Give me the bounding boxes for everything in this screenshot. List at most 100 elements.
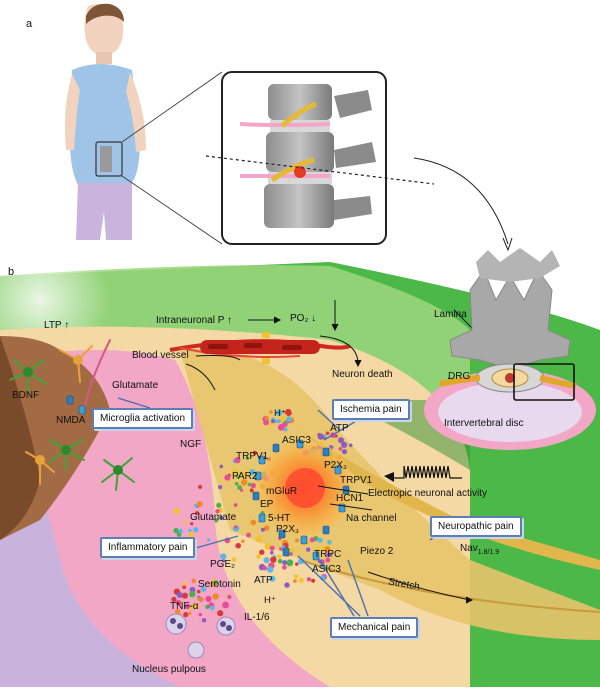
- molecule-dot: [220, 553, 227, 560]
- molecule-dot: [246, 532, 252, 538]
- label-electropic: Electropic neuronal activity: [368, 488, 487, 499]
- molecule-dot: [219, 515, 224, 520]
- label-pge2: PGE₂: [210, 559, 235, 570]
- molecule-dot: [207, 538, 211, 542]
- molecule-dot: [227, 594, 232, 600]
- molecule-dot: [171, 596, 177, 603]
- molecule-dot: [293, 574, 299, 579]
- molecule-dot: [205, 595, 212, 603]
- molecule-dot: [306, 577, 312, 582]
- label-blood-vessel: Blood vessel: [132, 350, 189, 361]
- label-glutamate-top: Glutamate: [112, 380, 159, 391]
- receptor-glyph: [78, 405, 86, 415]
- molecule-dot: [176, 532, 182, 537]
- molecule-dot: [255, 536, 263, 543]
- molecule-dot: [309, 537, 315, 543]
- spine-zoom-box: [221, 71, 387, 245]
- glia-cells: [9, 339, 135, 491]
- receptor-glyph: [272, 443, 280, 453]
- label-mglur: mGluR: [266, 486, 298, 497]
- molecule-dot: [323, 434, 327, 438]
- molecule-dot: [317, 537, 323, 543]
- molecule-dot: [173, 508, 180, 515]
- blood-vessel-illustration: [169, 332, 351, 364]
- label-atp-bottom: ATP: [254, 575, 273, 586]
- label-trpv1-left: TRPV1: [236, 451, 269, 462]
- molecule-dot: [235, 542, 241, 549]
- molecule-dot: [224, 474, 231, 481]
- molecule-dot: [218, 485, 223, 490]
- molecule-dot: [198, 612, 202, 617]
- molecule-dot: [200, 598, 204, 602]
- molecule-dot: [182, 585, 187, 589]
- nav-subscript: 1.8/1.9: [477, 549, 500, 556]
- molecule-dot: [175, 599, 182, 606]
- box-microglia-activation: Microglia activation: [92, 408, 194, 429]
- molecule-dot: [216, 502, 222, 508]
- panel-label-b: b: [8, 266, 15, 278]
- receptor-glyph: [312, 551, 320, 561]
- receptor-glyph: [322, 447, 330, 457]
- molecule-dot: [249, 488, 254, 493]
- label-piezo2: Piezo 2: [360, 546, 394, 557]
- molecule-dot: [263, 557, 270, 564]
- molecule-dot: [190, 522, 194, 526]
- molecule-dot: [200, 586, 207, 592]
- label-drg: DRG: [448, 371, 471, 382]
- molecule-dot: [315, 547, 320, 552]
- molecule-dot: [264, 415, 269, 420]
- box-mechanical-pain: Mechanical pain: [330, 617, 419, 638]
- label-na-channel: Na channel: [346, 513, 397, 524]
- molecule-dot: [197, 597, 202, 601]
- molecule-dot: [284, 582, 290, 588]
- molecule-dot: [205, 604, 210, 610]
- receptor-glyph: [258, 455, 266, 465]
- molecule-dot: [282, 560, 288, 566]
- molecule-dot: [348, 443, 353, 448]
- label-p2x3-mid: P2X₃: [276, 524, 299, 535]
- molecule-dot: [201, 618, 207, 623]
- molecule-dot: [176, 592, 183, 598]
- molecule-dot: [196, 589, 201, 594]
- molecule-dot: [294, 538, 299, 543]
- receptor-glyph: [282, 547, 290, 557]
- label-tnf: TNF-α: [170, 601, 199, 612]
- label-trpv1-right: TRPV1: [340, 475, 373, 486]
- molecule-dot: [219, 464, 224, 469]
- label-glutamate-mid: Glutamate: [190, 512, 237, 523]
- molecule-dot: [275, 409, 283, 417]
- molecule-dot: [325, 557, 331, 563]
- molecule-dot: [338, 437, 344, 444]
- label-serotonin: Serotonin: [198, 579, 241, 590]
- box-connectors: [117, 397, 461, 617]
- molecule-dot: [306, 541, 311, 545]
- label-asic3-bottom: ASIC3: [312, 564, 341, 575]
- receptor-glyph: [254, 471, 262, 481]
- molecule-dot: [232, 469, 239, 476]
- neuron-cell-body: [257, 440, 353, 536]
- molecule-dot: [277, 559, 283, 564]
- molecule-dot: [191, 578, 196, 584]
- spike-train: [384, 465, 462, 482]
- label-ltp: LTP ↑: [44, 320, 70, 331]
- molecule-dot: [240, 488, 244, 492]
- label-hcn1: HCN1: [336, 493, 364, 504]
- molecule-dot: [341, 449, 348, 455]
- molecule-dot: [181, 592, 188, 599]
- molecule-dot: [234, 482, 239, 486]
- molecule-dot: [182, 581, 187, 586]
- molecule-dot: [233, 503, 238, 507]
- molecule-dot: [282, 565, 287, 570]
- molecule-dot: [195, 605, 199, 609]
- molecule-dot: [196, 501, 203, 507]
- molecule-dot: [264, 543, 271, 550]
- molecule-dot: [286, 416, 292, 423]
- person-figure: [64, 3, 146, 240]
- receptor-glyph: [322, 525, 330, 535]
- receptor-glyph: [334, 465, 342, 475]
- molecule-dot: [173, 527, 179, 534]
- molecule-dot: [341, 441, 348, 448]
- molecule-dot: [269, 410, 273, 414]
